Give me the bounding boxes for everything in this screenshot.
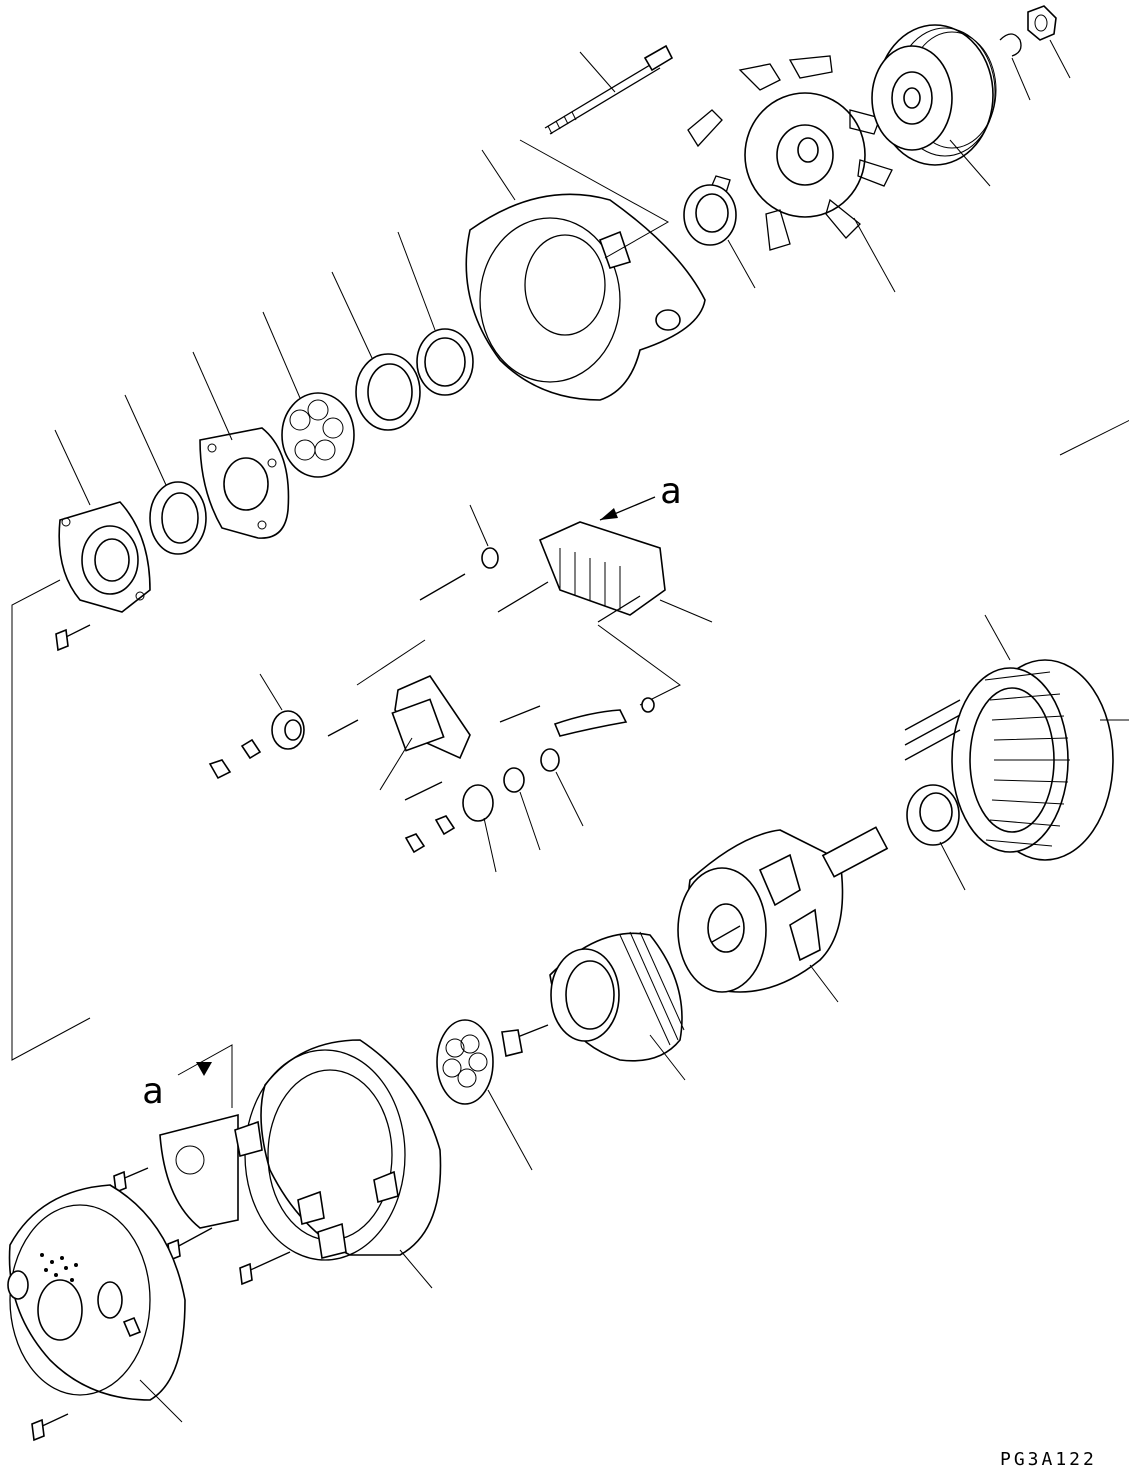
brush-holder — [436, 1019, 533, 1171]
stator — [904, 419, 1129, 861]
terminal-insulator — [462, 697, 655, 873]
dust-seal — [397, 231, 474, 396]
spacer-ring — [331, 271, 421, 431]
view-label-top: a — [660, 471, 682, 512]
rotor — [677, 826, 889, 1003]
pulley — [871, 24, 997, 187]
assembly-guide-lines — [11, 579, 91, 1061]
regulator — [208, 639, 471, 854]
rear-housing — [113, 1039, 442, 1289]
fan-spacer — [262, 311, 355, 478]
front-housing — [465, 139, 706, 401]
front-bearing — [683, 184, 756, 289]
view-arrow-top: a — [599, 471, 682, 521]
spring-washer — [999, 33, 1031, 101]
bearing-retainer-plate — [192, 351, 290, 539]
rear-bearing — [906, 784, 966, 891]
slip-ring-end-frame — [501, 931, 686, 1081]
drawing-code: PG3A122 — [1000, 1449, 1097, 1470]
view-arrow-bottom: a — [142, 1044, 233, 1112]
pulley-nut — [1027, 5, 1071, 79]
bearing-retainer — [124, 394, 207, 555]
through-bolt — [544, 44, 674, 135]
rectifier — [419, 504, 713, 706]
view-label-bottom: a — [142, 1071, 164, 1112]
rear-bearing-cover — [54, 429, 151, 652]
cooling-fan — [687, 55, 896, 293]
rear-cover — [7, 1184, 186, 1442]
